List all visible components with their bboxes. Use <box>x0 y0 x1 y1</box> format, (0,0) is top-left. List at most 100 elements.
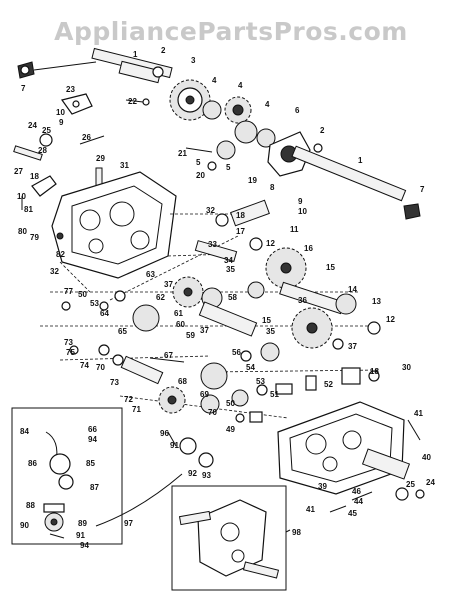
callout-label: 90 <box>20 521 29 530</box>
callout-label: 23 <box>66 85 75 94</box>
callout-label: 80 <box>18 227 27 236</box>
callout-label: 9 <box>59 118 64 127</box>
assembled-transaxle-inset <box>171 485 291 591</box>
callout-label: 77 <box>64 287 73 296</box>
callout-label: 1 <box>133 50 138 59</box>
callout-label: 4 <box>212 76 217 85</box>
callout-label: 60 <box>176 320 185 329</box>
callout-label: 44 <box>354 497 363 506</box>
callout-label: 94 <box>88 435 97 444</box>
callout-label: 36 <box>298 296 307 305</box>
callout-label: 58 <box>228 293 237 302</box>
callout-label: 19 <box>248 176 257 185</box>
callout-label: 92 <box>188 469 197 478</box>
callout-label: 28 <box>38 146 47 155</box>
callout-label: 53 <box>90 299 99 308</box>
callout-label: 30 <box>402 363 411 372</box>
callout-label: 93 <box>202 471 211 480</box>
callout-label: 91 <box>76 531 85 540</box>
callout-label: 37 <box>348 342 357 351</box>
callout-label: 91 <box>170 441 179 450</box>
callout-label: 2 <box>320 126 325 135</box>
callout-label: 89 <box>78 519 87 528</box>
upper-shaft-assembly <box>17 47 421 220</box>
callout-label: 25 <box>42 126 51 135</box>
callout-label: 18 <box>370 367 379 376</box>
callout-label: 70 <box>208 408 217 417</box>
callout-label: 25 <box>406 480 415 489</box>
watermark-text: AppliancePartsPros.com <box>54 17 408 46</box>
shift-linkage-inset <box>11 407 214 545</box>
callout-label: 81 <box>24 205 33 214</box>
callout-label: 97 <box>124 519 133 528</box>
callout-label: 10 <box>17 192 26 201</box>
callout-label: 31 <box>120 161 129 170</box>
callout-label: 86 <box>28 459 37 468</box>
callout-label: 32 <box>50 267 59 276</box>
callout-label: 82 <box>56 250 65 259</box>
callout-label: 64 <box>100 309 109 318</box>
callout-label: 22 <box>128 97 137 106</box>
callout-label: 39 <box>318 482 327 491</box>
callout-label: 2 <box>161 46 166 55</box>
callout-label: 33 <box>208 240 217 249</box>
callout-label: 54 <box>246 363 255 372</box>
callout-label: 70 <box>96 363 105 372</box>
callout-label: 69 <box>200 390 209 399</box>
callout-label: 9 <box>298 197 303 206</box>
callout-label: 34 <box>224 256 233 265</box>
callout-label: 12 <box>386 315 395 324</box>
callout-label: 12 <box>266 239 275 248</box>
callout-label: 94 <box>80 541 89 550</box>
callout-label: 26 <box>82 133 91 142</box>
callout-label: 67 <box>164 351 173 360</box>
callout-label: 14 <box>348 285 357 294</box>
callout-label: 75 <box>66 348 75 357</box>
callout-label: 63 <box>146 270 155 279</box>
callout-label: 5 <box>196 158 201 167</box>
middle-gear-train <box>61 199 381 366</box>
callout-label: 68 <box>178 377 187 386</box>
callout-label: 27 <box>14 167 23 176</box>
callout-label: 16 <box>304 244 313 253</box>
callout-label: 20 <box>196 171 205 180</box>
callout-label: 66 <box>88 425 97 434</box>
callout-label: 61 <box>174 309 183 318</box>
callout-label: 8 <box>270 183 275 192</box>
callout-label: 32 <box>206 206 215 215</box>
callout-label: 51 <box>270 390 279 399</box>
callout-label: 65 <box>118 327 127 336</box>
callout-label: 7 <box>420 185 425 194</box>
callout-label: 73 <box>64 338 73 347</box>
callout-label: 24 <box>426 478 435 487</box>
callout-label: 29 <box>96 154 105 163</box>
callout-label: 96 <box>160 429 169 438</box>
callout-label: 35 <box>266 327 275 336</box>
callout-label: 15 <box>262 316 271 325</box>
callout-label: 74 <box>80 361 89 370</box>
callout-label: 79 <box>30 233 39 242</box>
callout-label: 35 <box>226 265 235 274</box>
callout-label: 84 <box>20 427 29 436</box>
callout-label: 4 <box>238 81 243 90</box>
callout-label: 56 <box>232 348 241 357</box>
callout-label: 85 <box>86 459 95 468</box>
callout-label: 40 <box>422 453 431 462</box>
lower-gear-train <box>120 355 380 423</box>
callout-label: 73 <box>110 378 119 387</box>
callout-label: 46 <box>352 487 361 496</box>
callout-label: 15 <box>326 263 335 272</box>
callout-label: 50 <box>78 290 87 299</box>
callout-label: 37 <box>164 280 173 289</box>
callout-label: 4 <box>265 100 270 109</box>
callout-label: 50 <box>226 399 235 408</box>
callout-label: 1 <box>358 156 363 165</box>
callout-label: 13 <box>372 297 381 306</box>
callout-label: 7 <box>21 84 26 93</box>
callout-label: 6 <box>295 106 300 115</box>
callout-label: 72 <box>124 395 133 404</box>
callout-label: 11 <box>290 225 299 234</box>
callout-label: 3 <box>191 56 196 65</box>
callout-label: 37 <box>200 326 209 335</box>
